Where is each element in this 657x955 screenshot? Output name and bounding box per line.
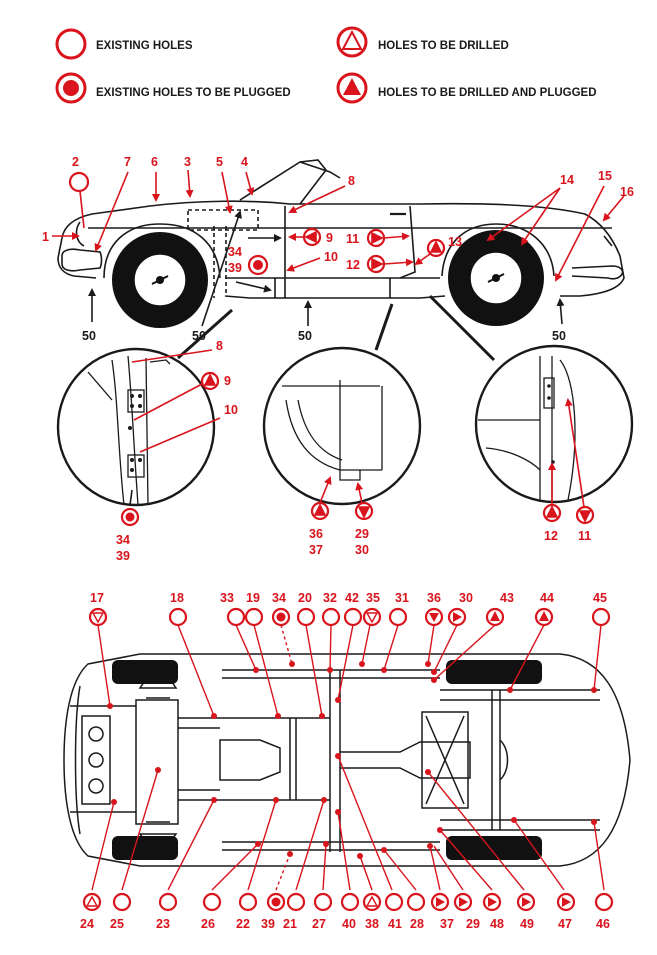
ub-label-34: 34: [272, 591, 286, 605]
detail-left-label-39: 39: [116, 549, 130, 563]
legend-existing-holes-plugged: EXISTING HOLES TO BE PLUGGED: [96, 87, 291, 99]
detail-middle: 36 37 29 30: [262, 346, 422, 557]
side-view-labels: 1 2 7 6 3 5 4 8 9 10 11 12 13 14 15 16 3…: [42, 155, 634, 343]
label-12: 12: [346, 258, 360, 272]
detail-left-label-34: 34: [116, 533, 130, 547]
underbody-bottom-symbols: [82, 892, 614, 912]
ub-label-39: 39: [261, 917, 275, 931]
detail-mid-label-36: 36: [309, 527, 323, 541]
label-8: 8: [348, 174, 355, 188]
ub-label-32: 32: [323, 591, 337, 605]
drilled-hole-triangle-icon: [341, 29, 363, 50]
label-5: 5: [216, 155, 223, 169]
label-50-sill: 50: [298, 329, 312, 343]
detail-mid-label-30: 30: [355, 543, 369, 557]
label-6: 6: [151, 155, 158, 169]
ub-label-40: 40: [342, 917, 356, 931]
label-10: 10: [324, 250, 338, 264]
label-50-rear: 50: [552, 329, 566, 343]
legend-holes-drilled-plugged: HOLES TO BE DRILLED AND PLUGGED: [378, 87, 597, 99]
legend-existing-holes: EXISTING HOLES: [96, 40, 193, 52]
underbody-points: [107, 661, 597, 859]
detail-right: 12 11: [474, 344, 634, 543]
side-view-callouts: [52, 169, 625, 282]
ub-label-22: 22: [236, 917, 250, 931]
detail-left-label-10: 10: [224, 403, 238, 417]
ub-label-47: 47: [558, 917, 572, 931]
label-9: 9: [326, 231, 333, 245]
underbody-bottom-labels: 24 25 23 26 22 39 21 27 40 38 41 28 37 2…: [80, 917, 610, 931]
ub-label-45: 45: [593, 591, 607, 605]
label-50-front: 50: [82, 329, 96, 343]
ub-label-28: 28: [410, 917, 424, 931]
detail-right-label-11: 11: [578, 529, 591, 543]
ub-label-26: 26: [201, 917, 215, 931]
ub-label-18: 18: [170, 591, 184, 605]
label-7: 7: [124, 155, 131, 169]
detail-right-label-12: 12: [544, 529, 558, 543]
ub-label-37: 37: [440, 917, 454, 931]
underbody-view: [63, 653, 631, 867]
ub-label-25: 25: [110, 917, 124, 931]
existing-hole-icon: [55, 28, 87, 60]
front-wheel: [112, 232, 208, 328]
ub-label-49: 49: [520, 917, 534, 931]
ub-label-19: 19: [246, 591, 260, 605]
label-11: 11: [346, 232, 359, 246]
ub-label-30: 30: [459, 591, 473, 605]
ub-label-31: 31: [395, 591, 409, 605]
label-13: 13: [448, 235, 462, 249]
label-39: 39: [228, 261, 242, 275]
ub-label-48: 48: [490, 917, 504, 931]
ub-label-27: 27: [312, 917, 326, 931]
ub-label-44: 44: [540, 591, 554, 605]
ub-label-43: 43: [500, 591, 514, 605]
legend: EXISTING HOLES HOLES TO BE DRILLED EXIST…: [55, 26, 597, 104]
label-2: 2: [72, 155, 79, 169]
plugged-hole-fill-icon: [63, 80, 79, 96]
label-4: 4: [241, 155, 248, 169]
label-15: 15: [598, 169, 612, 183]
ub-label-20: 20: [298, 591, 312, 605]
underbody-top-labels: 17 18 33 19 34 20 32 42 35 31 36 30 43 4…: [90, 591, 607, 605]
detail-left: 8 9 10 34 39: [56, 339, 238, 563]
ub-label-17: 17: [90, 591, 104, 605]
side-view-black-arrows: [88, 210, 565, 362]
ub-label-21: 21: [283, 917, 297, 931]
ub-label-35: 35: [366, 591, 380, 605]
label-14: 14: [560, 173, 574, 187]
label-50-cowl: 50: [192, 329, 206, 343]
detail-left-label-9: 9: [224, 374, 231, 388]
underbody-tires: [112, 660, 542, 860]
legend-holes-to-be-drilled: HOLES TO BE DRILLED: [378, 40, 509, 52]
underbody-top-symbols: [88, 607, 611, 627]
label-3: 3: [184, 155, 191, 169]
label-1: 1: [42, 230, 49, 244]
ub-label-36: 36: [427, 591, 441, 605]
ub-label-24: 24: [80, 917, 94, 931]
rear-wheel: [448, 230, 544, 326]
car-side-view: [57, 159, 625, 299]
label-34: 34: [228, 245, 242, 259]
ub-label-23: 23: [156, 917, 170, 931]
drilled-plugged-triangle-icon: [343, 78, 361, 95]
ub-label-38: 38: [365, 917, 379, 931]
ub-label-33: 33: [220, 591, 234, 605]
ub-label-29: 29: [466, 917, 480, 931]
label-16: 16: [620, 185, 634, 199]
underbody-leaders: [91, 624, 605, 891]
ub-label-46: 46: [596, 917, 610, 931]
detail-left-label-8: 8: [216, 339, 223, 353]
detail-mid-label-29: 29: [355, 527, 369, 541]
detail-mid-label-37: 37: [309, 543, 323, 557]
ub-label-41: 41: [388, 917, 402, 931]
ub-label-42: 42: [345, 591, 359, 605]
